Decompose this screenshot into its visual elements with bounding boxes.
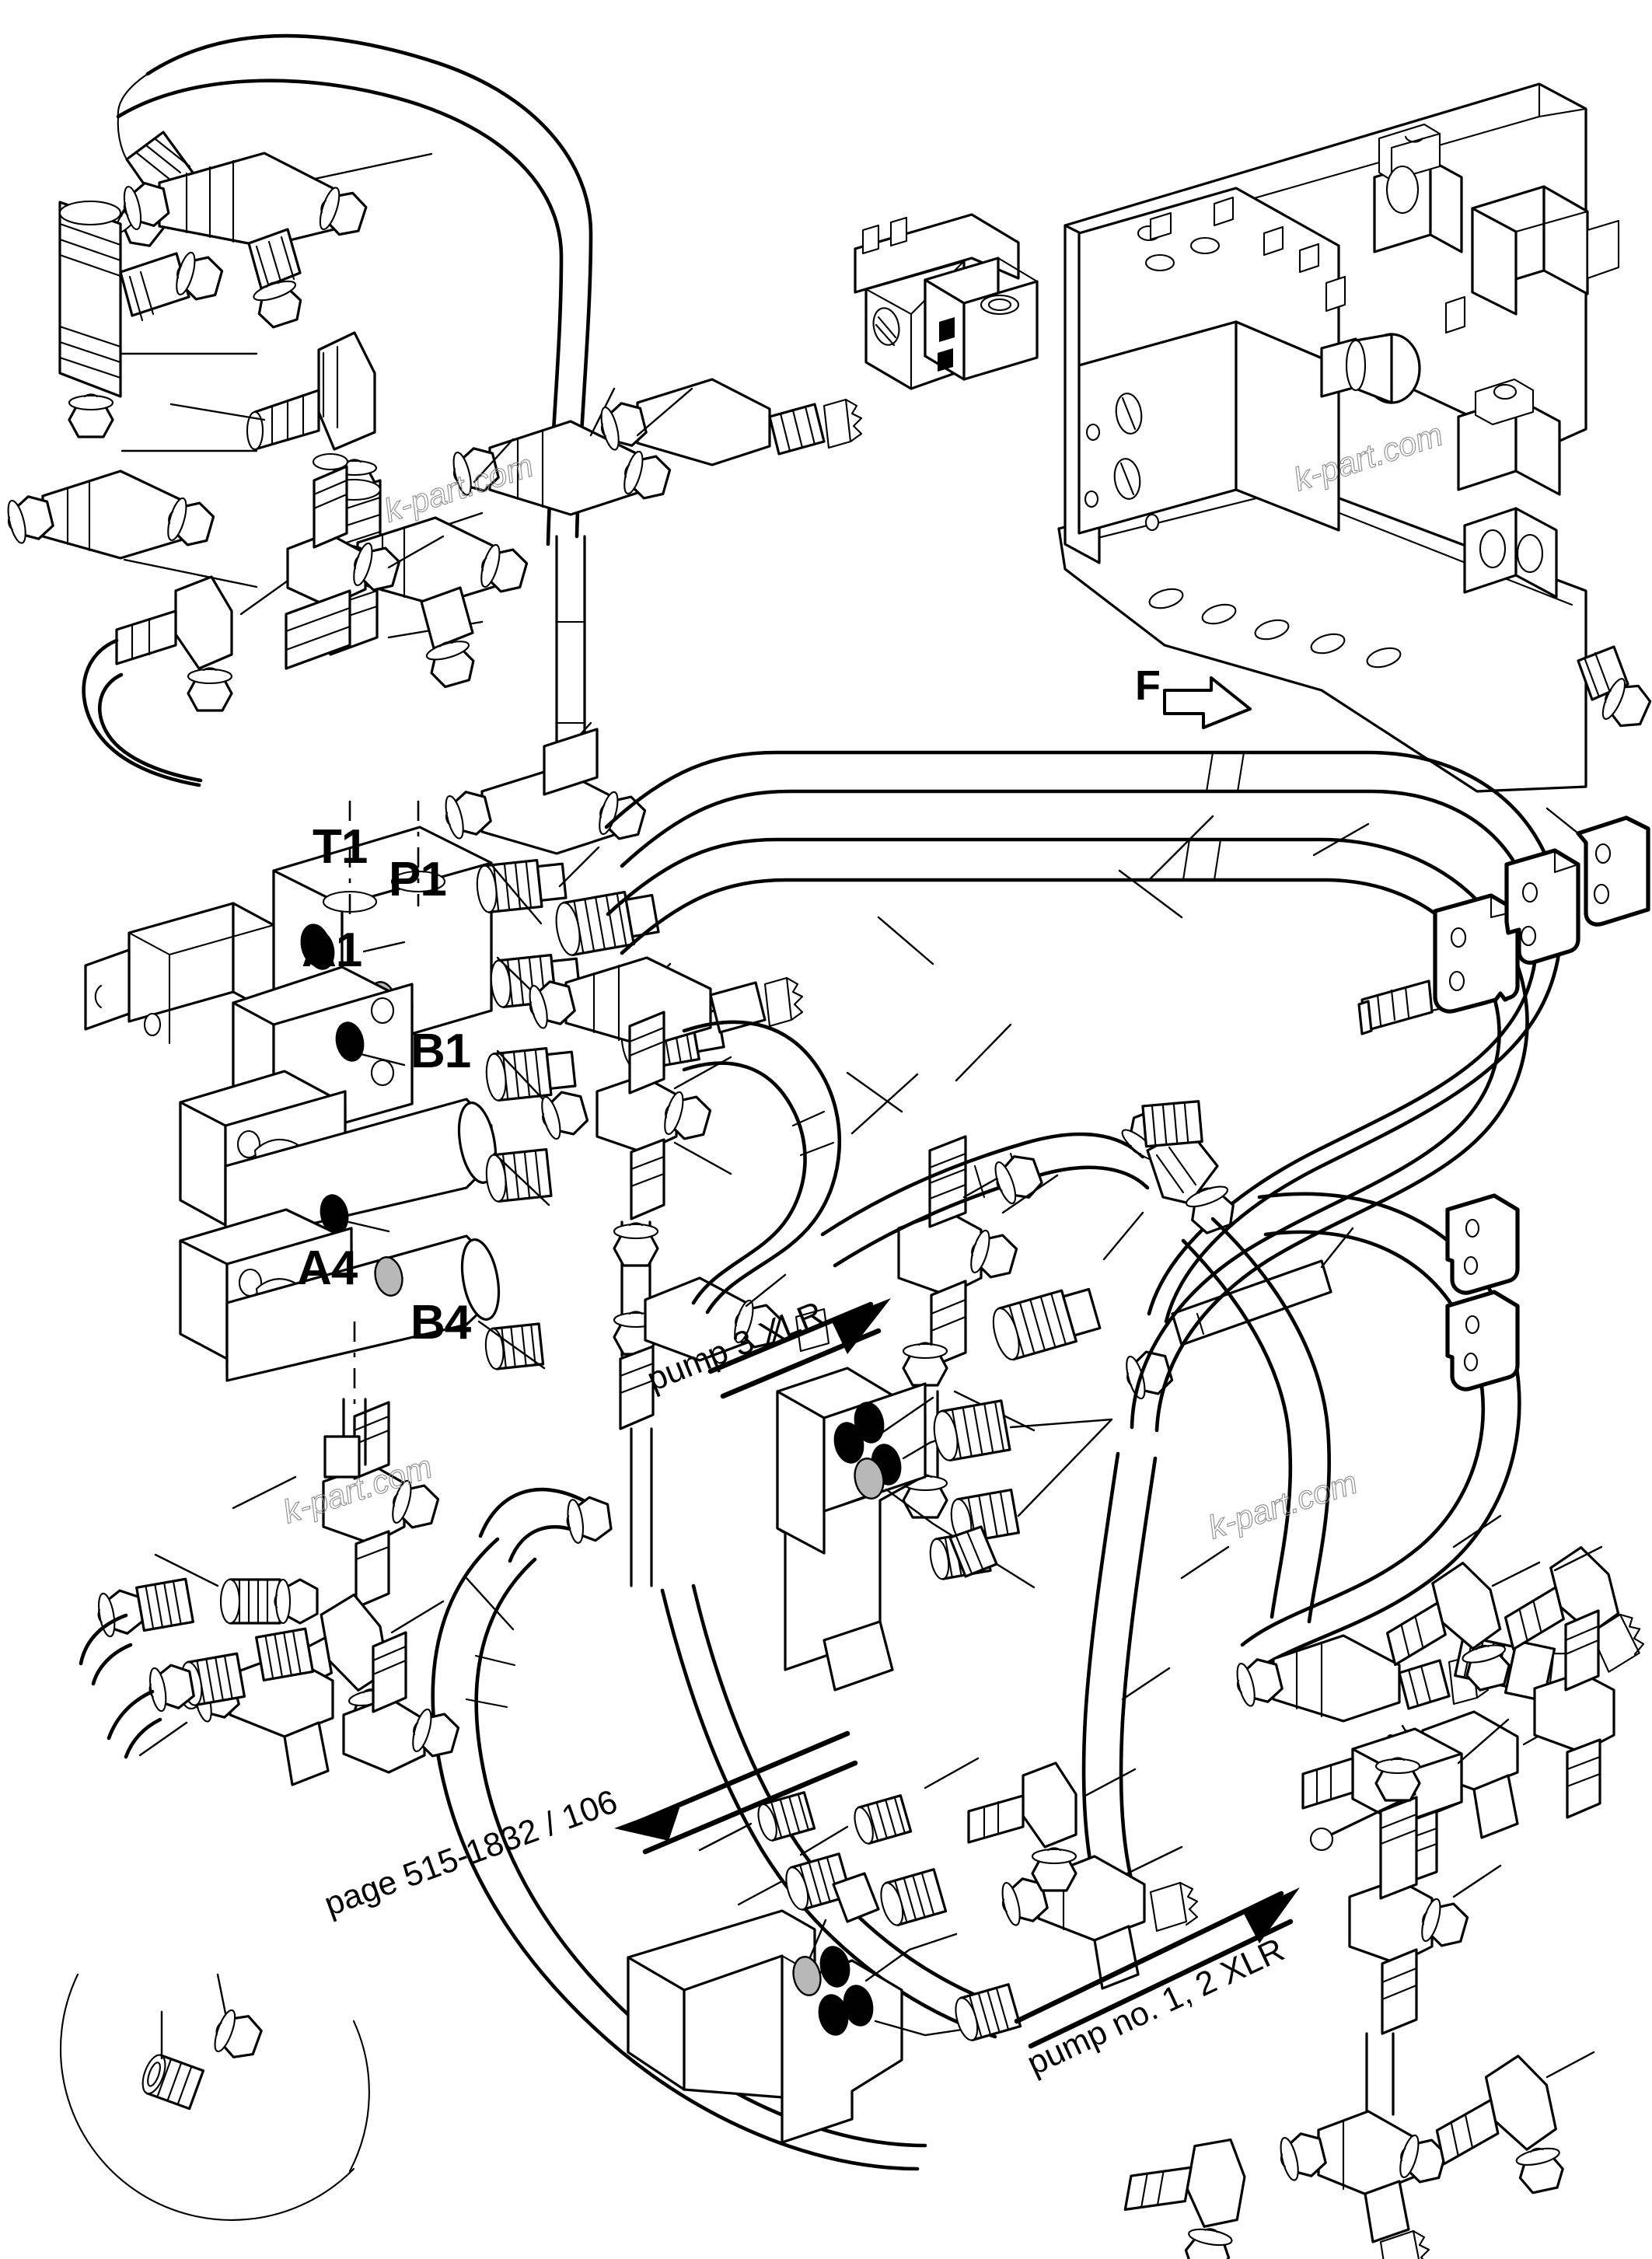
callout-leader-lines bbox=[846, 822, 1502, 1789]
main-hose-runs bbox=[431, 750, 1563, 2171]
lower-left-fitting-group bbox=[79, 1322, 463, 1786]
port-label-p1: P1 bbox=[389, 853, 446, 906]
section-arrow-icon bbox=[1163, 676, 1252, 729]
main-valve-stack: T1 P1 A1 B1 A4 B4 bbox=[84, 801, 501, 1382]
port-label-a1: A1 bbox=[302, 924, 361, 977]
port-label-b1: B1 bbox=[410, 1025, 470, 1078]
mid-tee-cluster bbox=[524, 956, 1354, 1587]
bottom-manifold-block bbox=[627, 1761, 1199, 2144]
pump3-arrow-icon bbox=[707, 1298, 891, 1399]
valve-stand-assembly: F bbox=[854, 82, 1652, 793]
hose-clamp-group bbox=[1357, 807, 1650, 1391]
port-label-b4: B4 bbox=[410, 1296, 472, 1349]
pump12-arrow-icon bbox=[1014, 1887, 1300, 2049]
detail-circle-callout bbox=[59, 1973, 370, 2221]
lower-right-fittings bbox=[1123, 1100, 1645, 2259]
upper-left-fitting-cluster bbox=[2, 33, 863, 855]
annotation-arrows bbox=[614, 1298, 1300, 2049]
section-marker-f: F bbox=[1135, 662, 1161, 709]
upper-mid-fitting-group bbox=[82, 452, 445, 787]
page-ref-arrow-icon bbox=[614, 1730, 858, 1855]
port-label-t1: T1 bbox=[313, 820, 367, 874]
center-manifold-block bbox=[776, 1367, 1113, 1692]
watermark-4: k-part.com bbox=[1203, 1464, 1361, 1546]
annotation-page-ref: page 515-1832 / 106 bbox=[320, 1783, 622, 1924]
port-label-a4: A4 bbox=[297, 1241, 358, 1295]
